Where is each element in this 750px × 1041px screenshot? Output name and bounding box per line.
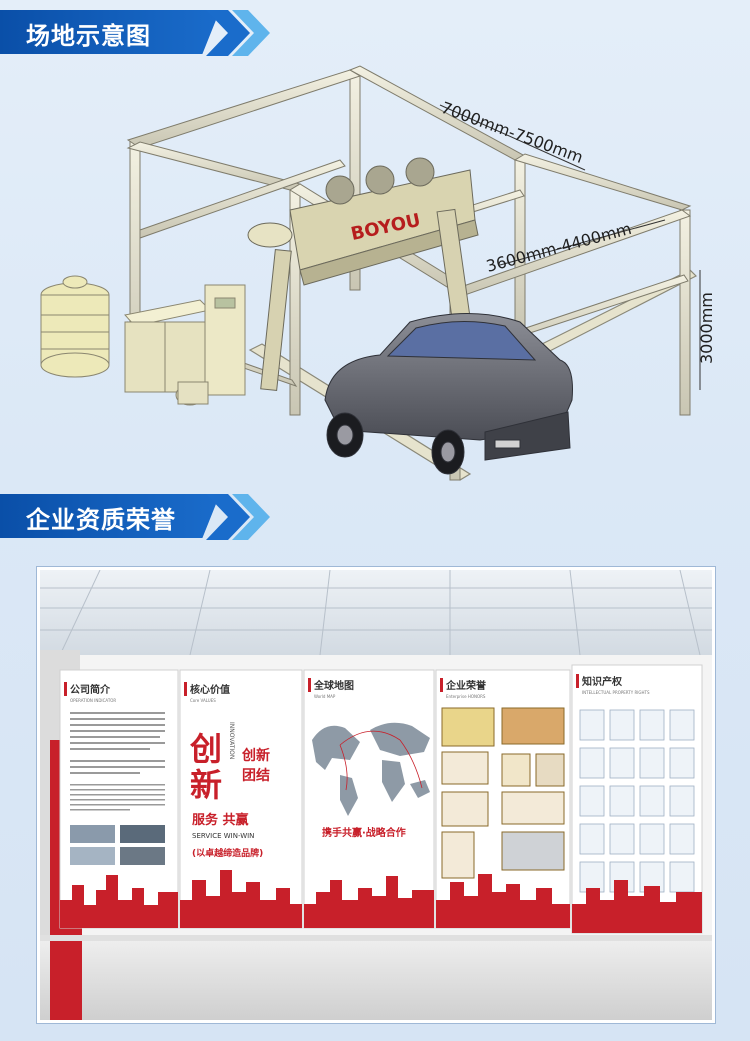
panel-subtitle-map: World MAP <box>314 694 336 699</box>
site-diagram: BOYOU 7000mm-7500mm 3600mm-4400mm <box>40 65 716 481</box>
panel-subtitle-honors: Enterprise HONORS <box>446 694 486 699</box>
section-title: 场地示意图 <box>26 22 151 50</box>
section-title: 企业资质荣誉 <box>26 506 176 534</box>
panel-title-honors: 企业荣誉 <box>445 679 487 692</box>
section-banner-honors: 企业资质荣誉 <box>0 488 330 544</box>
values-brand-line: (以卓越缔造品牌) <box>192 847 263 859</box>
city-skyline-decoration <box>60 870 702 933</box>
values-big-char-2: 新 <box>190 766 222 804</box>
values-line-1: 创新 <box>241 747 270 764</box>
panel-subtitle-values: Core VALUES <box>190 698 216 703</box>
values-big-char-1: 创 <box>189 730 222 768</box>
world-map-graphic <box>312 722 430 816</box>
panel-subtitle-company: OPERATION INDICATOR <box>70 698 116 703</box>
values-line-2: 团结 <box>242 767 270 784</box>
map-slogan: 携手共赢·战略合作 <box>322 826 406 839</box>
panel-title-ip: 知识产权 <box>581 675 623 688</box>
panel-subtitle-ip: INTELLECTUAL PROPERTY RIGHTS <box>582 690 650 695</box>
panel-title-map: 全球地图 <box>313 679 354 692</box>
panel-title-company: 公司简介 <box>70 683 111 696</box>
values-vertical-en: INNOVATION <box>228 722 235 759</box>
honor-wall-photo: 公司简介 OPERATION INDICATOR 核心价值 Core VALUE… <box>37 567 715 1023</box>
dimension-height-label: 3000mm <box>697 292 716 364</box>
dimension-width-label: 3600mm-4400mm <box>484 219 633 276</box>
values-slogan: 服务 共赢 <box>192 812 249 828</box>
section-banner-site-diagram: 场地示意图 <box>0 4 330 60</box>
panel-title-values: 核心价值 <box>190 683 230 696</box>
values-slogan-en: SERVICE WIN-WIN <box>192 832 254 840</box>
banner-bar <box>0 494 220 538</box>
banner-bar <box>0 10 220 54</box>
